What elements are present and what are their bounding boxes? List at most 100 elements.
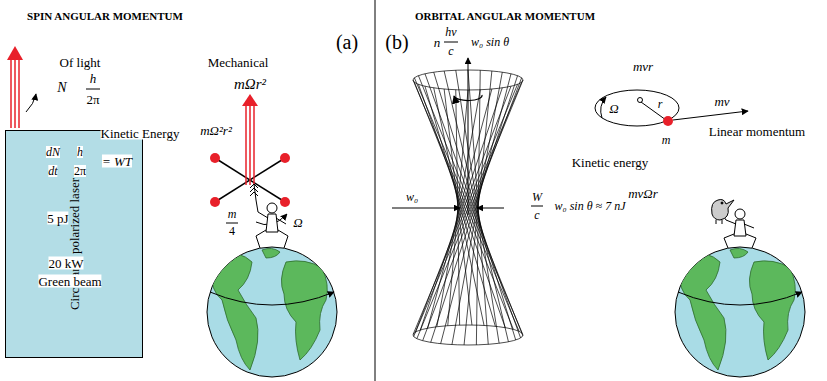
earth [749,261,795,360]
light-beam-hyperboloid [423,78,522,341]
formula: N [57,81,66,95]
seated-man [250,184,258,196]
seated-man [266,214,278,232]
mechanical-spin-arrow [242,94,258,106]
fraction-bar [531,206,543,207]
rotor [210,197,220,207]
fraction-bar [86,89,100,90]
earth [207,247,337,377]
rotation-arrow [454,95,482,101]
seated-man [256,230,288,248]
waist-arrow [477,208,504,209]
earth [730,248,748,258]
formula: 2π [74,165,86,177]
seated-man [256,200,286,224]
formula: mvr [633,60,653,73]
light-beam-hyperboloid [431,76,518,343]
bird [712,200,734,225]
formula: hν [445,26,456,38]
mechanical-spin-arrow [249,104,251,185]
light-beam-hyperboloid [425,74,521,338]
bird [712,200,734,221]
orbit [638,98,643,103]
column-heading: Of light [60,56,101,69]
orbit [601,97,606,118]
light-beam-hyperboloid [413,80,519,331]
formula: mΩ²r² [200,124,232,137]
angular-speed: Ω [609,102,618,115]
earth [210,292,334,305]
seated-man [735,209,745,219]
beam-axis [468,58,469,215]
formula: dN [46,146,60,158]
formula: dt [48,165,57,177]
earth [262,248,280,258]
waist-label: w₀ [406,191,418,203]
light-beam-hyperboloid [425,86,495,326]
earth [207,247,337,377]
waist-arrow [392,208,460,209]
formula: w₀ sin θ [471,36,509,48]
formula: 2π [86,93,99,106]
earth [680,248,796,370]
laser-label: Circularly polarized laser [68,178,81,310]
panel-heading: ORBITAL ANGULAR MOMENTUM [415,11,595,22]
light-beam-hyperboloid [428,89,492,328]
light-spin-arrow [18,58,20,128]
formula: h [77,146,83,158]
light-spin-arrow [14,58,16,128]
formula: m [228,208,237,220]
earth [281,261,327,360]
orbit [595,90,748,126]
formula: mvΩr [628,187,658,200]
orbit [663,116,673,126]
radius-label: r [658,98,663,110]
formula: w₀ sin θ ≈ 7 nJ [555,200,626,212]
rotor [280,197,290,207]
formula: c [448,45,453,57]
momentum-label: Linear momentum [709,125,805,138]
rotor [210,153,220,163]
seated-man [250,184,288,248]
seated-man [267,203,277,213]
panel-heading: SPIN ANGULAR MOMENTUM [27,11,183,22]
energy-value: 5 pJ [47,212,68,225]
mechanical-spin-arrow [242,94,258,185]
formula-label: Kinetic Energy [101,127,180,140]
earth [675,247,805,377]
panel-letter: (b) [385,32,408,52]
earth [678,292,802,305]
formula: mv [714,95,729,108]
light-beam-hyperboloid [441,74,511,344]
earth [212,254,258,370]
earth [680,254,726,370]
light-beam-hyperboloid [418,76,522,336]
formula: 4 [229,225,235,237]
formula: W [532,191,542,203]
laser-color: Green beam [38,275,101,288]
rotation-arrow [26,94,36,112]
panel-edge [1,0,2,381]
light-beam-hyperboloid [434,72,516,340]
fraction-bar [226,223,238,224]
seated-man [724,234,756,248]
mass-label: m [662,134,671,146]
panel-letter: (a) [336,32,358,52]
bird [716,220,722,224]
formula: c [534,209,539,221]
seated-man [734,220,746,236]
mechanical-spin-arrow [245,104,247,185]
light-spin-arrow [7,46,23,128]
bird [721,202,723,204]
light-spin-arrow [10,58,12,128]
formula: mΩr² [234,77,266,92]
formula-label: Kinetic energy [572,156,649,169]
formula: = WT [102,155,132,168]
angular-speed: Ω [293,216,302,229]
formula: h [90,72,97,85]
fraction-bar [444,42,458,43]
earth [675,247,805,377]
rotor [280,153,290,163]
column-heading: Mechanical [208,56,269,69]
earth [212,248,328,370]
